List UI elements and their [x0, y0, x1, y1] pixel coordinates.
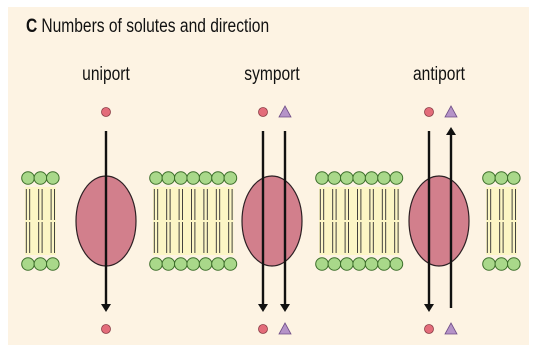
membrane-segment-3 — [316, 172, 403, 271]
membrane-segment-4 — [483, 172, 520, 271]
uniport-circle-solute-top-icon — [102, 108, 111, 117]
uniport-circle-solute-bottom-icon — [102, 325, 111, 334]
antiport-circle-solute-bottom-icon — [425, 325, 434, 334]
symport-circle-solute-bottom-icon — [259, 325, 268, 334]
antiport-protein — [409, 176, 469, 266]
antiport-triangle-solute-bottom-icon — [445, 323, 457, 334]
transport-proteins — [76, 176, 469, 266]
symport-circle-solute-top-icon — [259, 108, 268, 117]
membrane-segment-2 — [150, 172, 237, 271]
symport-triangle-solute-bottom-icon — [279, 323, 291, 334]
antiport-circle-solute-top-icon — [425, 108, 434, 117]
membrane-segment-1 — [22, 172, 59, 271]
antiport-triangle-solute-top-icon — [445, 106, 457, 117]
symport-triangle-solute-top-icon — [279, 106, 291, 117]
symport-protein — [242, 176, 302, 266]
